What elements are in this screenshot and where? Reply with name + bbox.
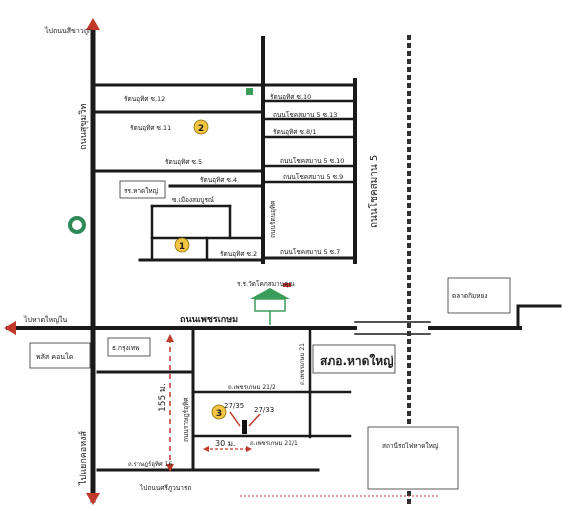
label-station: สถานีรถไฟหาดใหญ่: [382, 442, 439, 450]
label-market: ตลาดกิมหยง: [452, 292, 488, 300]
label-soi-10: รัตนอุทิศ ซ.10: [270, 93, 311, 101]
label-to-rattaphum: ไปถนนศรีภูวนารถ: [139, 484, 191, 492]
label-phetkasem-21-1: ถ.เพชรเกษม 21/1: [250, 440, 298, 447]
school-box: [119, 180, 166, 199]
label-to-hatyai-west: ไปหาดใหญ่ใน: [23, 315, 67, 324]
label-soi-12: รัตนอุทิศ ซ.12: [124, 95, 165, 103]
station-box: [367, 426, 459, 490]
label-distance-horizontal: 30 ม.: [215, 439, 236, 448]
label-bank: ธ.กรุงเทพ: [112, 344, 139, 352]
label-north-top: ไปถนนสีขาวถูก: [44, 26, 92, 35]
svg-text:3: 3: [216, 409, 222, 419]
svg-text:2: 2: [198, 124, 204, 134]
bank-box: [107, 337, 151, 357]
label-soi-11: รัตนอุทิศ ซ.11: [130, 124, 171, 132]
label-chok-samarn-5: ถนนโชคสมาน 5: [367, 155, 380, 228]
marker-1: 1: [174, 237, 190, 253]
label-soi-16: ถ.ราษฎร์อุทิศ 16: [128, 460, 172, 468]
label-chok-7: ถนนโชคสมาน 5 ซ.7: [280, 248, 340, 256]
label-school: รร.หาดใหญ่: [124, 187, 159, 195]
label-ratprasert: ถนนราษฎร์อุทิศ: [182, 397, 190, 442]
label-soi-4: รัตนอุทิศ ซ.4: [200, 176, 237, 184]
label-phetkasem-21: ถ.เพชรเกษม 21: [299, 343, 306, 385]
label-soi-muang: ซ.เมืองสมบูรณ์: [172, 196, 214, 204]
label-temple: ร.ร.วัดโคกสมานคุณ: [237, 280, 294, 288]
label-soi-5: รัตนอุทิศ ซ.5: [165, 158, 202, 166]
arrow-north: [86, 18, 100, 30]
arrow-west: [4, 321, 16, 335]
label-chok-13: ถนนโชคสมาน 5 ซ.13: [273, 111, 337, 119]
label-house-2: 27/33: [254, 406, 274, 414]
label-soi-8-1: รัตนอุทิศ ซ.8/1: [273, 128, 316, 136]
logo-icon: [68, 216, 86, 234]
label-distance-vertical: 155 ม.: [158, 383, 168, 412]
label-soi-2: รัตนอุทิศ ซ.2: [220, 250, 257, 258]
label-house-1: 27/35: [224, 402, 244, 410]
marker-2: 2: [193, 119, 209, 135]
police-box: [312, 344, 396, 374]
label-left-bottom: ไปแยกคอหงส์: [77, 430, 89, 486]
market-box: [447, 277, 511, 314]
small-green-marker: [246, 88, 253, 95]
label-chok-9: ถนนโชคสมาน 5 ซ.9: [283, 173, 343, 181]
label-police: สภอ.หาดใหญ่: [320, 353, 393, 368]
plaza-box: [29, 342, 91, 369]
temple-icon: [250, 283, 291, 325]
marker-3: 3: [211, 404, 227, 420]
label-chok-10: ถนนโชคสมาน 5 ซ.10: [280, 157, 344, 165]
label-sukhumvit: ถนนสุขุมวิท: [78, 104, 89, 150]
label-plaza: พลัส คอนโด: [36, 352, 73, 361]
arrow-south: [86, 493, 100, 505]
target-building: [242, 420, 247, 434]
label-rattanuthit-road: ถนนรัตนอุทิศ: [269, 200, 277, 238]
label-phetkasem: ถนนเพชรเกษม: [180, 315, 238, 325]
label-phetkasem-21-2: ถ.เพชรเกษม 21/2: [228, 384, 276, 391]
svg-text:1: 1: [179, 242, 185, 252]
